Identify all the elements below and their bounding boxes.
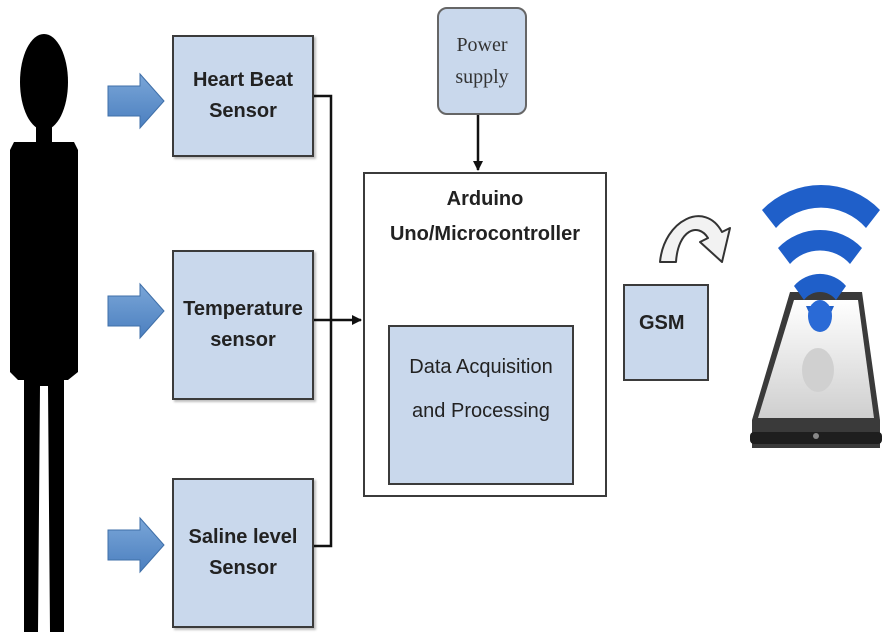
smartphone-icon bbox=[750, 292, 882, 448]
temperature-sensor-box: Temperature sensor bbox=[172, 250, 314, 400]
sensor-connectors bbox=[314, 94, 483, 548]
person-silhouette-icon bbox=[10, 34, 78, 632]
temperature-sensor-label: Temperature sensor bbox=[183, 298, 303, 351]
power-supply-box: Power supply bbox=[437, 7, 527, 115]
data-acquisition-box: Data Acquisition and Processing bbox=[388, 325, 574, 485]
arduino-label: Arduino Uno/Microcontroller bbox=[389, 188, 580, 245]
input-arrow-saline bbox=[107, 516, 165, 574]
curved-arrow-icon bbox=[659, 215, 731, 263]
input-arrow-temperature bbox=[107, 282, 165, 340]
power-supply-label: Power supply bbox=[455, 34, 509, 88]
saline-level-sensor-box: Saline level Sensor bbox=[172, 478, 314, 628]
wifi-signal-icon bbox=[762, 184, 880, 332]
heart-beat-sensor-label: Heart Beat Sensor bbox=[192, 69, 294, 122]
gsm-box: GSM bbox=[623, 284, 709, 381]
saline-level-sensor-label: Saline level Sensor bbox=[188, 526, 298, 579]
heart-beat-sensor-box: Heart Beat Sensor bbox=[172, 35, 314, 157]
input-arrow-heart bbox=[107, 72, 165, 130]
data-acquisition-label: Data Acquisition and Processing bbox=[409, 356, 553, 422]
gsm-label: GSM bbox=[639, 312, 685, 334]
